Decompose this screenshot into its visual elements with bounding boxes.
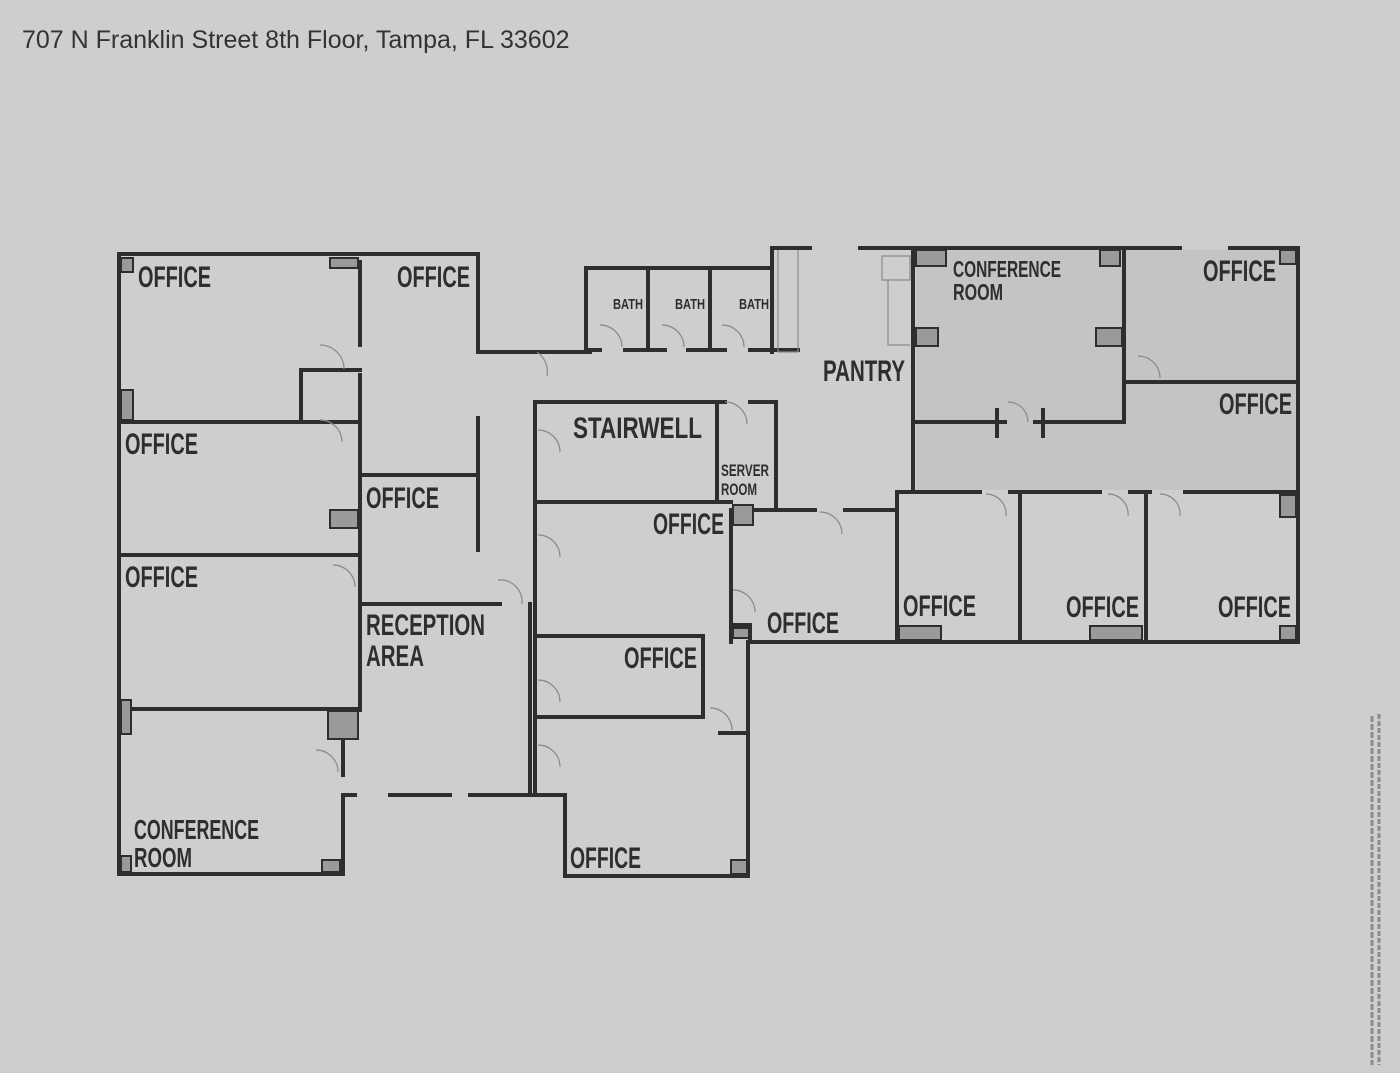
room-label-reception: RECEPTION: [366, 609, 485, 642]
room-label-office: OFFICE: [624, 642, 697, 675]
floor-address-title: 707 N Franklin Street 8th Floor, Tampa, …: [22, 26, 570, 54]
room-label-conference: CONFERENCE: [953, 256, 1061, 282]
room-label-office: OFFICE: [397, 261, 470, 294]
fixtures: [120, 249, 1297, 875]
room-label-bath: BATH: [613, 296, 643, 313]
room-label-bath: BATH: [739, 296, 769, 313]
room-label-office: OFFICE: [1203, 255, 1276, 288]
room-label-office: OFFICE: [125, 428, 198, 461]
room-label-conference: CONFERENCE: [134, 814, 259, 845]
room-label-conference-line2: ROOM: [953, 279, 1003, 305]
room-label-office: OFFICE: [903, 590, 976, 623]
disclaimer-fine-print: [1370, 714, 1381, 1065]
room-label-server-line2: ROOM: [721, 480, 757, 499]
room-label-office: OFFICE: [767, 607, 839, 640]
room-label-bath: BATH: [675, 296, 705, 313]
room-labels: OFFICE OFFICE OFFICE OFFICE OFFICE RECEP…: [125, 255, 1292, 875]
room-label-pantry: PANTRY: [823, 355, 905, 388]
walls: [117, 246, 1300, 878]
room-label-stairwell: STAIRWELL: [573, 412, 702, 445]
shaded-region: [916, 250, 1296, 490]
room-label-office: OFFICE: [570, 842, 641, 875]
room-label-server: SERVER: [721, 461, 769, 480]
room-label-office: OFFICE: [138, 261, 211, 294]
room-label-reception-line2: AREA: [366, 640, 424, 673]
room-label-office: OFFICE: [1218, 591, 1291, 624]
room-label-conference-line2: ROOM: [134, 842, 192, 873]
room-label-office: OFFICE: [653, 508, 724, 541]
room-label-office: OFFICE: [125, 561, 198, 594]
room-label-office: OFFICE: [1066, 591, 1139, 624]
room-label-office: OFFICE: [366, 482, 439, 515]
room-label-office: OFFICE: [1219, 388, 1292, 421]
